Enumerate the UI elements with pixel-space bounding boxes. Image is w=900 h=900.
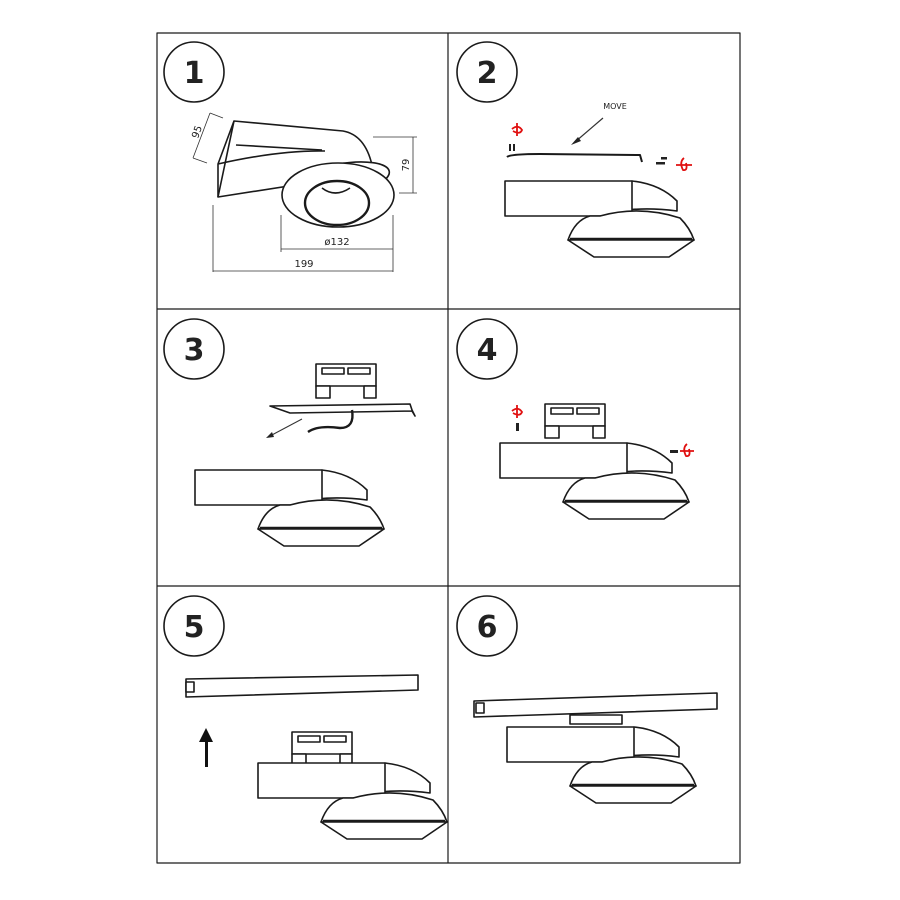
step-badge-5: 5: [163, 595, 225, 657]
dimension-length: 199: [294, 259, 313, 270]
panel-grid: [156, 32, 741, 864]
step-badge-3: 3: [163, 318, 225, 380]
svg-text:2: 2: [477, 56, 498, 91]
step-badge-4: 4: [456, 318, 518, 380]
arrow-up-icon: [199, 728, 213, 767]
panel-4-fix-adapter: [498, 403, 694, 521]
panel-2-remove-plate: MOVE: [503, 102, 696, 259]
dimension-diameter: ø132: [324, 237, 349, 248]
move-label: MOVE: [603, 102, 627, 111]
svg-text:3: 3: [184, 333, 205, 368]
panel-5-insert-track: [185, 674, 449, 841]
panel-1-dimensions-drawing: 95 79 ø132 199: [190, 112, 417, 272]
dimension-height: 79: [401, 159, 412, 172]
step-badge-1: 1: [163, 41, 225, 103]
dimension-depth: 95: [190, 124, 205, 140]
svg-text:4: 4: [477, 333, 498, 368]
panel-6-mounted: [473, 692, 718, 805]
step-badge-6: 6: [456, 595, 518, 657]
svg-text:6: 6: [477, 610, 498, 645]
svg-text:5: 5: [184, 610, 205, 645]
svg-text:1: 1: [184, 56, 205, 91]
panel-3-connect-adapter: [193, 363, 416, 548]
step-badge-2: 2: [456, 41, 518, 103]
